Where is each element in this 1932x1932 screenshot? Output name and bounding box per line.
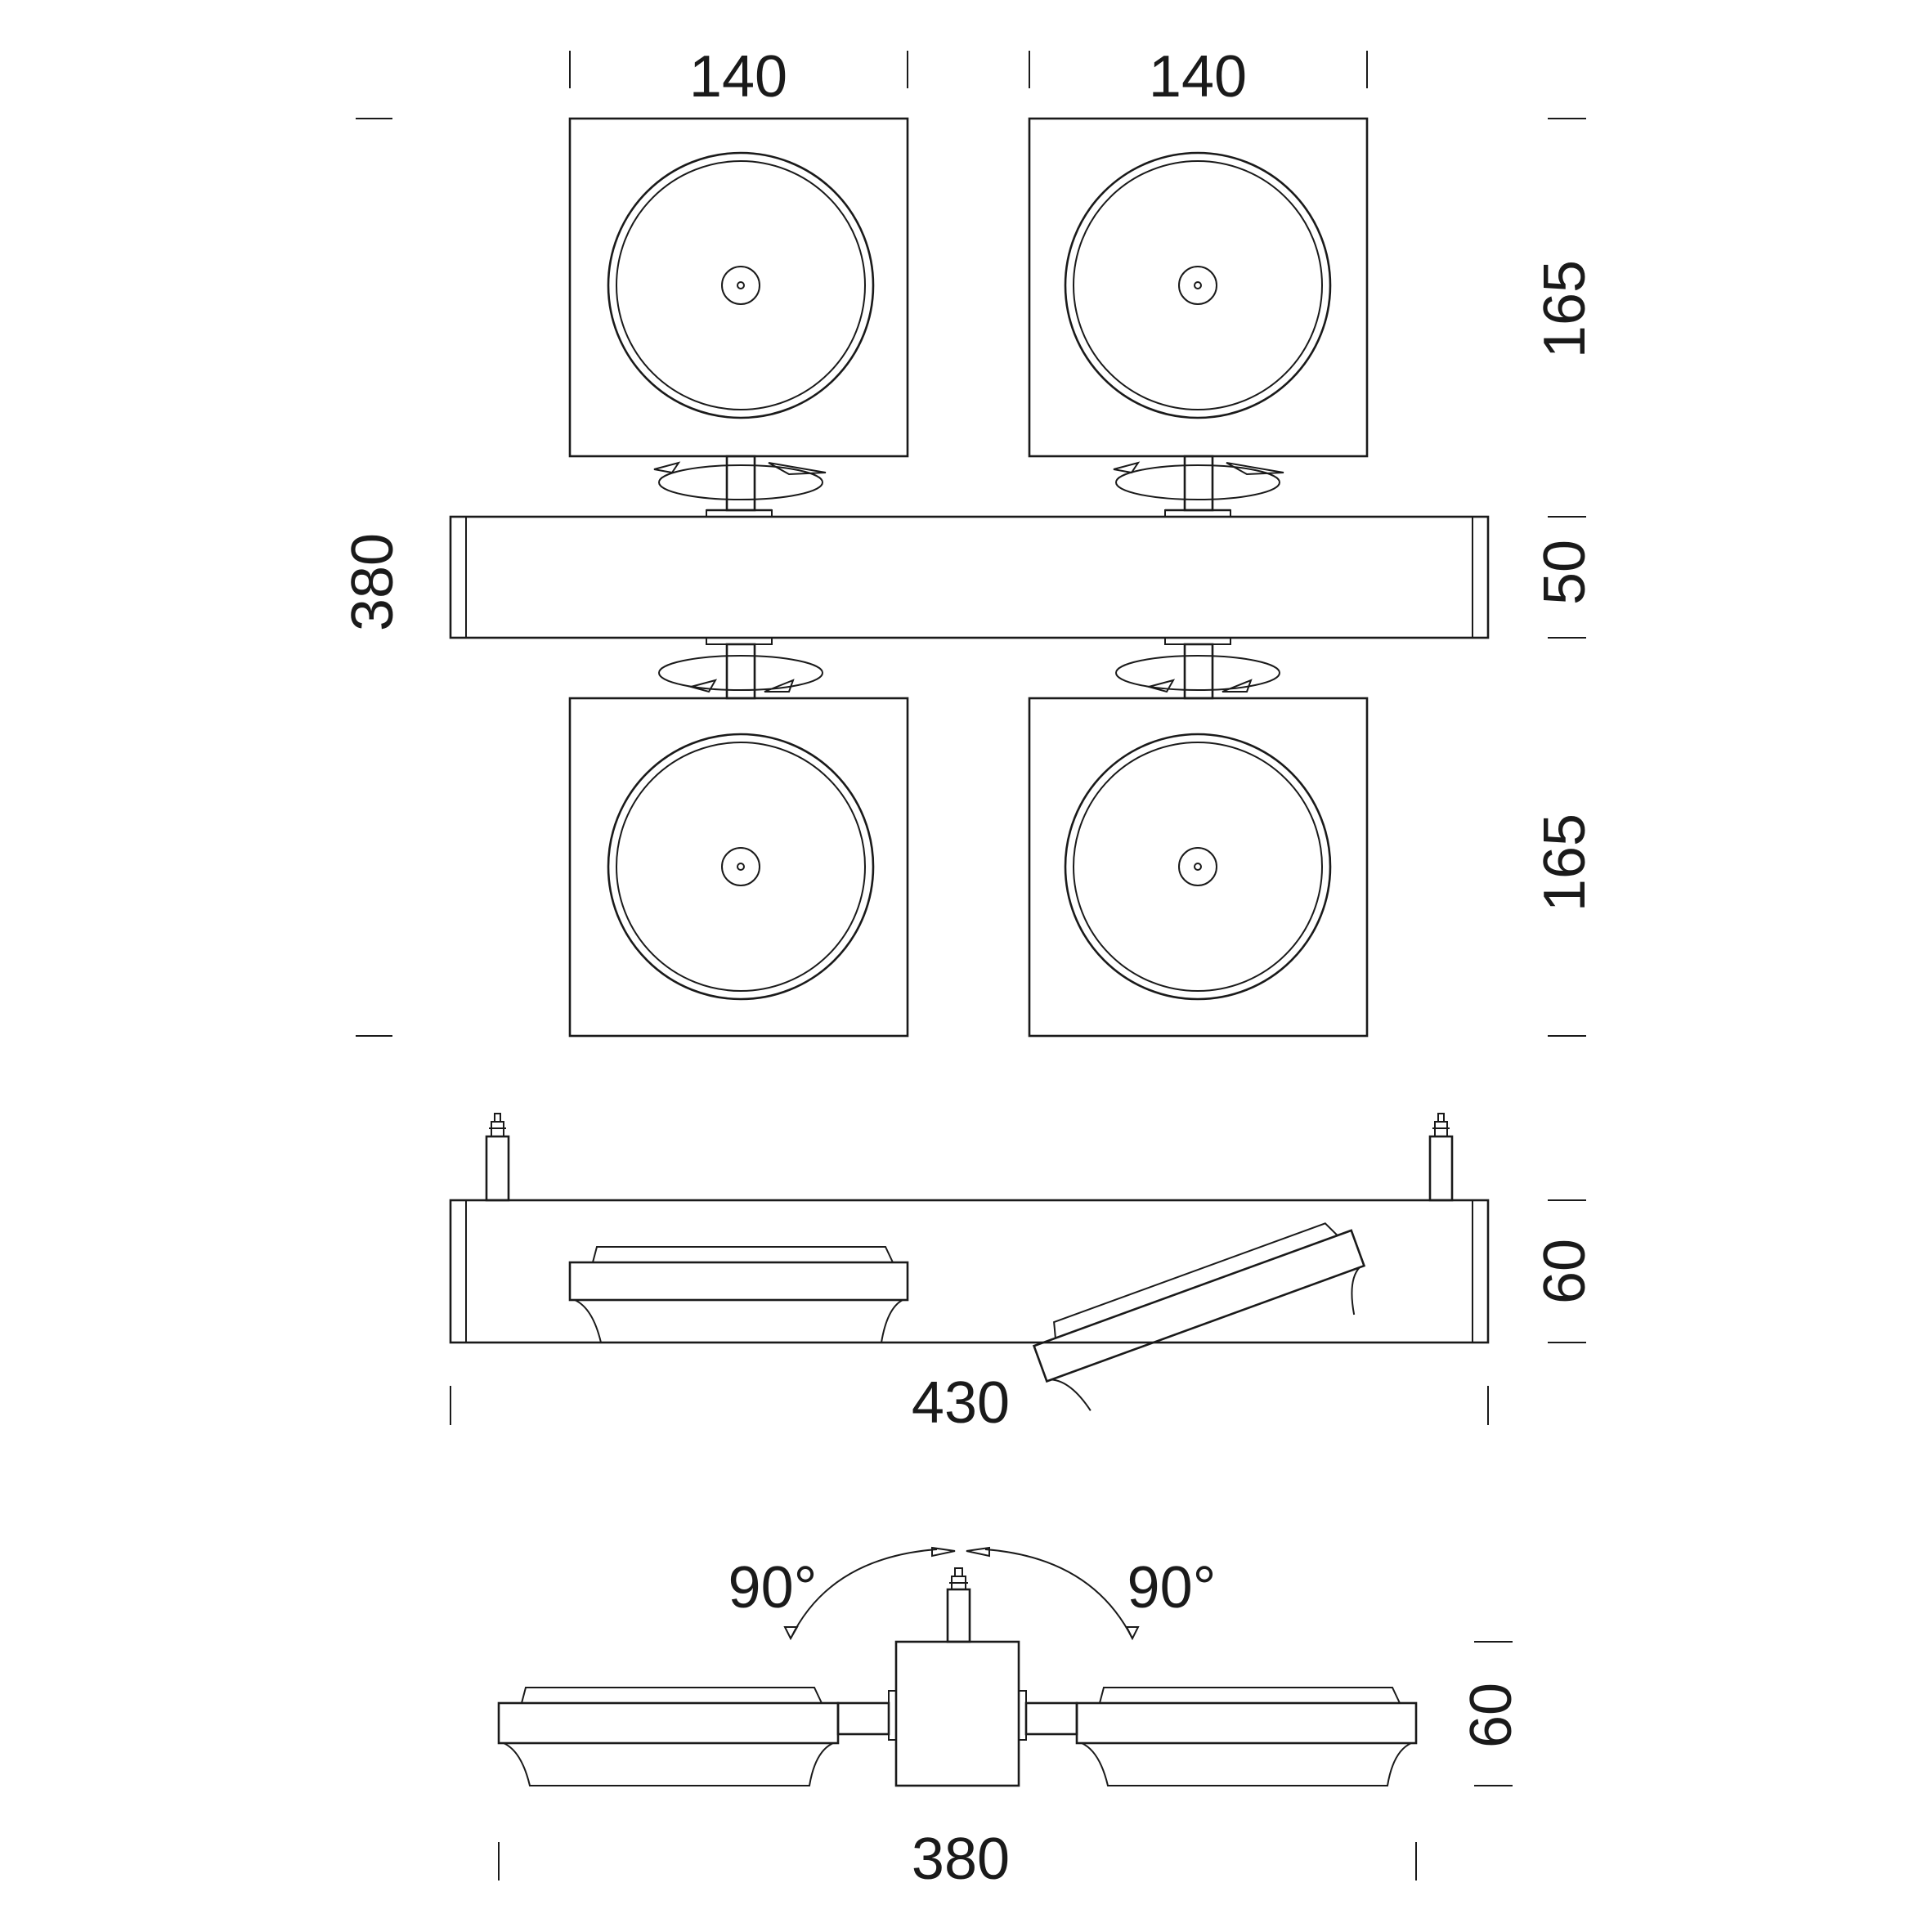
head-lower-left [568,643,909,1038]
center-mount [836,1567,1078,1787]
dim-upper-head-height: 165 [1532,260,1598,358]
side-view: 60 430 [449,1113,1598,1436]
dimension-ticks [450,1199,1586,1425]
dimension-ticks [356,51,1586,1037]
top-view: 140 140 380 165 50 165 [340,44,1598,1038]
dim-bar-height: 50 [1532,540,1598,605]
rotation-arrow-icon [688,679,1253,693]
dim-top-width-left: 140 [689,44,787,110]
head-upper-left [568,117,909,512]
head-end-left [497,1687,840,1786]
mounting-bar [449,509,1490,645]
dim-rotation-right: 90° [1127,1555,1217,1620]
dim-end-width: 380 [912,1827,1010,1892]
rotation-arrow-icon [653,461,1284,476]
end-view: 90° 90° 60 380 [497,1546,1524,1892]
rotation-arc [790,1549,938,1639]
dimension-ticks [498,1641,1513,1880]
dim-rotation-left: 90° [728,1555,818,1620]
dim-total-height: 380 [340,533,406,631]
arrow-head-icon [783,1546,1140,1641]
head-end-right [1075,1687,1418,1786]
head-upper-right [1028,117,1369,512]
dim-lower-head-height: 165 [1532,814,1598,912]
side-bar [449,1199,1490,1344]
head-lower-right [1028,643,1369,1038]
head-side-flat [568,1246,909,1343]
connector-pin-icon [485,1113,1454,1202]
dim-top-width-right: 140 [1149,44,1247,110]
dim-side-length: 430 [912,1370,1010,1436]
head-side-tilted [1032,1222,1366,1411]
dim-end-height: 60 [1459,1683,1524,1748]
dim-side-height: 60 [1532,1239,1598,1304]
